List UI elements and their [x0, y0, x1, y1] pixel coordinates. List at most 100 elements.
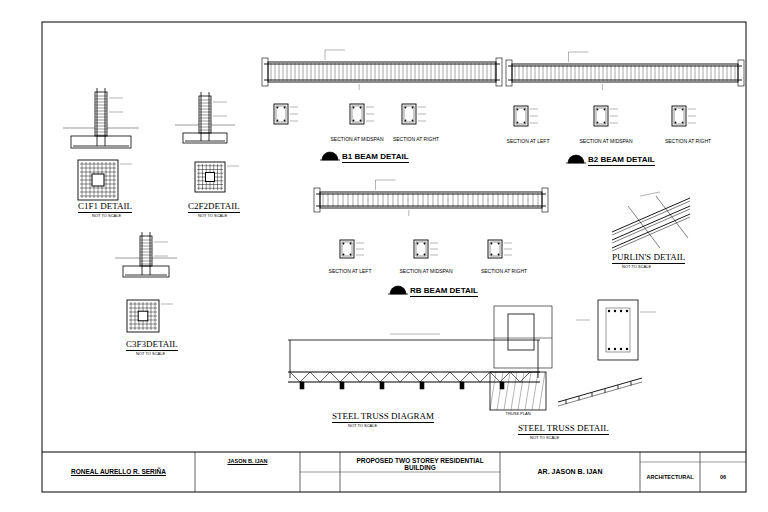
stirrup	[719, 65, 720, 81]
title-block-cell: ARCHITECTURAL	[642, 464, 698, 490]
stirrup	[373, 193, 374, 207]
rebar-dot	[277, 107, 279, 109]
hatch	[532, 372, 538, 410]
rebar-dot	[360, 120, 362, 122]
leader-line	[504, 255, 512, 256]
rebar-dot	[284, 107, 286, 109]
rebar-dot	[412, 120, 414, 122]
stirrup	[323, 63, 324, 81]
leader-line	[290, 114, 298, 115]
stirrup	[651, 65, 652, 81]
stirrup	[463, 193, 464, 207]
title-block-divider	[195, 452, 196, 492]
stirrup	[674, 108, 684, 124]
leader-line	[356, 255, 364, 256]
rebar-grid	[197, 188, 223, 189]
note-text: NOT TO SCALE	[198, 214, 227, 218]
note-text: SECTION AT LEFT	[507, 139, 550, 145]
detail-title: C1F1 DETAIL	[78, 202, 132, 213]
truss-plan-frame	[490, 372, 546, 410]
stirrup	[493, 193, 494, 207]
rebar-dot	[524, 109, 526, 111]
stirrup	[703, 65, 704, 81]
stirrup	[523, 193, 524, 207]
stirrup	[579, 65, 580, 81]
stirrup	[490, 242, 500, 256]
rebar-dot	[608, 310, 610, 312]
rebar-dot	[491, 243, 493, 245]
stirrup	[291, 63, 292, 81]
rebar-dot	[517, 122, 519, 124]
leader-line	[530, 123, 538, 124]
beam-elevation	[512, 64, 738, 82]
section-symbol	[320, 160, 340, 161]
stirrup	[468, 193, 469, 207]
hatch	[539, 372, 545, 410]
stirrup	[643, 65, 644, 81]
roof-line	[558, 378, 642, 402]
stirrup	[483, 193, 484, 207]
dimension-line	[390, 334, 440, 335]
stirrup	[428, 193, 429, 207]
leader-line	[418, 121, 426, 122]
note-text: SECTION AT LEFT	[329, 269, 372, 275]
leader-line	[530, 109, 538, 110]
leader-line	[504, 249, 512, 250]
stirrup	[343, 63, 344, 81]
stirrup	[411, 63, 412, 81]
beam-section	[350, 104, 364, 124]
note-text: NOT TO SCALE	[622, 265, 651, 269]
rebar	[209, 92, 210, 141]
post	[420, 382, 424, 389]
section-symbol	[566, 163, 586, 164]
stirrup	[567, 65, 568, 81]
grade-line	[211, 125, 235, 126]
leader-line	[418, 107, 426, 108]
stirrup	[571, 65, 572, 81]
stirrup	[647, 65, 648, 81]
stirrup	[663, 65, 664, 81]
stirrup	[279, 63, 280, 81]
stirrup	[699, 65, 700, 81]
stirrup	[655, 65, 656, 81]
leader-line	[325, 50, 345, 51]
rebar	[73, 146, 129, 147]
stirrup	[307, 63, 308, 81]
grade-line	[115, 258, 140, 259]
stirrup	[433, 193, 434, 207]
stirrup	[348, 193, 349, 207]
column-section	[206, 173, 215, 182]
title-block-divider	[640, 452, 641, 492]
stirrup	[508, 193, 509, 207]
stirrup	[276, 106, 286, 122]
stirrup	[271, 63, 272, 81]
leader-line	[640, 312, 656, 313]
leader-line	[576, 320, 590, 321]
rebar-dot	[597, 109, 599, 111]
stirrup	[327, 63, 328, 81]
leader-line	[530, 116, 538, 117]
stirrup	[439, 63, 440, 81]
stirrup	[528, 193, 529, 207]
leader-line	[359, 84, 360, 90]
stirrup	[533, 193, 534, 207]
leader-line	[290, 121, 298, 122]
rebar-grid	[151, 302, 152, 330]
sheet-border	[42, 22, 746, 492]
stirrup	[635, 65, 636, 81]
stirrup	[735, 65, 736, 81]
stirrup	[363, 63, 364, 81]
stirrup	[303, 63, 304, 81]
leader-line	[109, 98, 123, 99]
stirrup	[339, 63, 340, 81]
stirrup	[431, 63, 432, 81]
detail-title: RB BEAM DETAIL	[410, 287, 478, 297]
stirrup	[583, 65, 584, 81]
footing-elevation	[71, 136, 131, 148]
stirrup	[727, 65, 728, 81]
purlin	[612, 214, 690, 248]
hatch	[511, 372, 517, 410]
title-block-divider	[700, 452, 701, 492]
rebar-grid	[217, 164, 218, 190]
section-symbol	[568, 155, 584, 163]
